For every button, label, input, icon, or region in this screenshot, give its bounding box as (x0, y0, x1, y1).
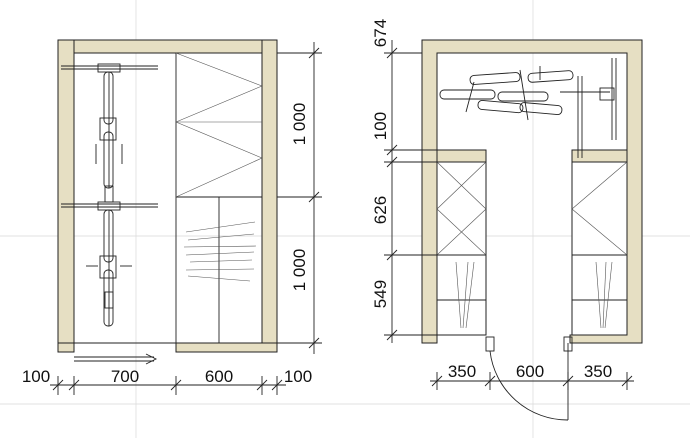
dim-left-w2: 700 (111, 367, 139, 386)
dim-left-h1: 1 000 (290, 103, 309, 146)
bicycle-icon (61, 63, 158, 203)
bicycle-icon (439, 58, 617, 158)
dim-left-w4: 100 (284, 367, 312, 386)
left-plan-walls (57, 39, 278, 353)
dim-left-h2: 1 000 (290, 249, 309, 292)
left-cabinet (175, 52, 263, 344)
dim-left-w1: 100 (22, 367, 50, 386)
right-cabinet-right (571, 161, 628, 329)
left-width-dimension: 100 700 600 100 (22, 367, 312, 395)
dim-right-w1: 350 (448, 362, 476, 381)
left-plan: 1 000 1 000 100 700 600 100 (22, 39, 322, 395)
dim-left-w3: 600 (205, 367, 233, 386)
hanging-rail-marks (183, 221, 257, 282)
left-door-arrow (74, 353, 158, 365)
right-height-dimension: 674 100 626 549 (371, 19, 437, 343)
right-plan: 674 100 626 549 350 600 350 (371, 19, 643, 421)
right-width-dimension: 350 600 350 (430, 362, 634, 390)
dim-right-w3: 350 (584, 362, 612, 381)
right-cabinet-left (436, 161, 487, 329)
dim-right-h2: 100 (371, 112, 390, 140)
dim-right-w2: 600 (516, 362, 544, 381)
dim-right-h1: 674 (371, 19, 390, 47)
bicycle-icon (61, 201, 158, 327)
dim-right-h3: 626 (371, 196, 390, 224)
left-height-dimension: 1 000 1 000 (277, 42, 322, 354)
dim-right-h4: 549 (371, 280, 390, 308)
